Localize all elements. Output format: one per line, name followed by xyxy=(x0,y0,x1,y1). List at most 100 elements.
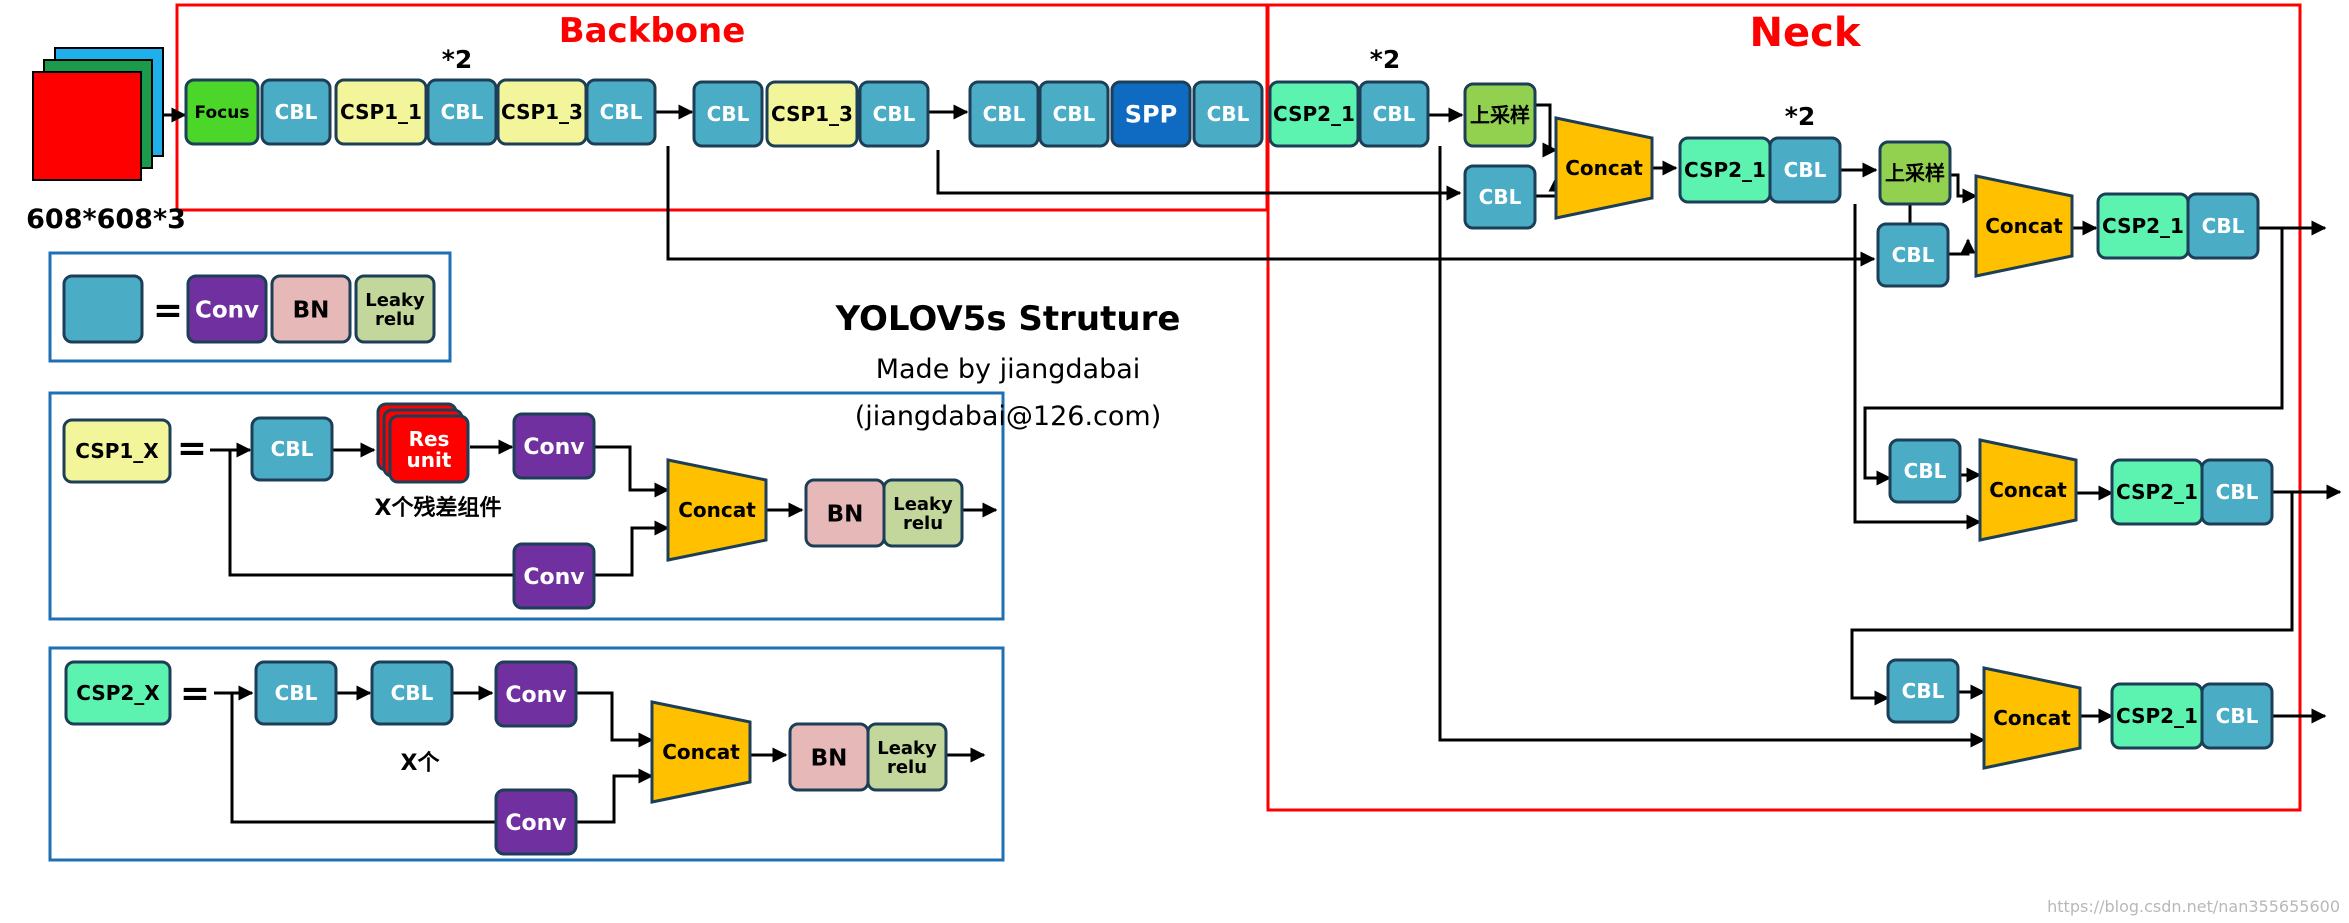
svg-text:Res: Res xyxy=(409,427,450,451)
svg-text:CSP2_1: CSP2_1 xyxy=(2116,704,2198,728)
connector-arrow xyxy=(936,150,1462,201)
svg-text:CBL: CBL xyxy=(391,681,434,705)
cbl-block-11: CBL xyxy=(1768,136,1842,204)
legend-csp1-frame xyxy=(48,391,1005,621)
svg-text:Conv: Conv xyxy=(505,683,567,708)
cbl-block-5: CBL xyxy=(858,80,930,148)
svg-text:CBL: CBL xyxy=(271,437,314,461)
equals-sign-csp1: = xyxy=(177,428,207,469)
csp1-3-block-1: CSP1_3 xyxy=(496,78,588,146)
neck-title: Neck xyxy=(1750,10,1862,56)
svg-text:CBL: CBL xyxy=(2202,214,2245,238)
connector-arrow xyxy=(594,520,670,577)
cbl-block-14: CBL xyxy=(1888,438,1962,504)
svg-text:CBL: CBL xyxy=(1892,243,1935,267)
svg-text:CSP1_3: CSP1_3 xyxy=(501,100,583,124)
legend-csp1-x: CSP1_X xyxy=(62,418,172,484)
svg-text:BN: BN xyxy=(827,501,864,527)
cbl-block-4: CBL xyxy=(692,80,764,148)
svg-text:CBL: CBL xyxy=(275,100,318,124)
svg-text:Conv: Conv xyxy=(523,435,585,460)
legend-csp2-cbl-1: CBL xyxy=(254,660,338,726)
res-count-label: X个残差组件 xyxy=(375,495,502,521)
svg-text:CSP1_1: CSP1_1 xyxy=(340,100,422,124)
csp2-1-block-neck-2: CSP2_1 xyxy=(1678,136,1772,204)
diagram-email: (jiangdabai@126.com) xyxy=(855,401,1162,432)
upsample-block-1: 上采样 xyxy=(1463,82,1537,148)
cbl-block-7: CBL xyxy=(1038,80,1110,148)
svg-text:CBL: CBL xyxy=(1053,102,1096,126)
csp2-1-block-neck-3: CSP2_1 xyxy=(2096,192,2190,260)
legend-csp1-concat: Concat xyxy=(666,458,768,562)
input-size-label: 608*608*3 xyxy=(26,204,186,235)
svg-text:Conv: Conv xyxy=(505,811,567,836)
svg-text:CBL: CBL xyxy=(1902,679,1945,703)
concat-block-neck-3: Concat xyxy=(1978,438,2078,542)
svg-text:CBL: CBL xyxy=(1373,102,1416,126)
legend-cbl-frame xyxy=(48,251,452,363)
neck-frame xyxy=(1266,3,2302,812)
connector-arrow xyxy=(228,450,514,577)
cbl-block-13: CBL xyxy=(2186,192,2260,260)
connector-arrow xyxy=(576,768,654,824)
multiplier-csp1: *2 xyxy=(442,45,472,74)
svg-text:CBL: CBL xyxy=(707,102,750,126)
legend-cbl-swatch xyxy=(62,274,144,344)
svg-text:CBL: CBL xyxy=(983,102,1026,126)
svg-text:CSP1_X: CSP1_X xyxy=(75,439,159,463)
svg-text:Leaky: Leaky xyxy=(893,494,953,515)
svg-text:CSP2_1: CSP2_1 xyxy=(1273,102,1355,126)
cbl-block-17: CBL xyxy=(2200,682,2274,750)
legend-csp1-conv-1: Conv xyxy=(512,412,596,480)
connector-arrow xyxy=(1536,176,1564,198)
connector-arrow xyxy=(576,691,654,748)
multiplier-neck-csp2: *2 xyxy=(1370,45,1400,74)
conv-count-label: X个 xyxy=(401,751,441,776)
svg-text:CBL: CBL xyxy=(441,100,484,124)
multiplier-neck-csp2-b: *2 xyxy=(1785,102,1815,131)
legend-csp2-bn: BN xyxy=(788,722,870,792)
svg-text:CSP2_1: CSP2_1 xyxy=(2102,214,2184,238)
equals-sign-csp2: = xyxy=(180,673,210,714)
svg-text:Concat: Concat xyxy=(1565,156,1643,180)
svg-text:上采样: 上采样 xyxy=(1885,161,1945,185)
svg-text:BN: BN xyxy=(811,745,848,771)
csp2-1-block-neck-1: CSP2_1 xyxy=(1268,80,1360,148)
svg-text:SPP: SPP xyxy=(1125,101,1177,129)
svg-text:relu: relu xyxy=(903,513,943,534)
legend-csp2-conv-2: Conv xyxy=(494,788,578,856)
svg-text:CBL: CBL xyxy=(2216,704,2259,728)
legend-csp2-cbl-2: CBL xyxy=(370,660,454,726)
csp1-1-block: CSP1_1 xyxy=(334,78,428,146)
backbone-title: Backbone xyxy=(559,11,746,51)
cbl-block-6: CBL xyxy=(968,80,1040,148)
svg-text:Concat: Concat xyxy=(678,498,756,522)
svg-text:CBL: CBL xyxy=(2216,480,2259,504)
focus-block: Focus xyxy=(184,78,260,146)
cbl-block-8: CBL xyxy=(1192,80,1264,148)
svg-text:Concat: Concat xyxy=(1989,478,2067,502)
svg-text:unit: unit xyxy=(407,448,452,472)
svg-text:Leaky: Leaky xyxy=(365,290,425,311)
svg-text:CBL: CBL xyxy=(873,102,916,126)
svg-text:CBL: CBL xyxy=(275,681,318,705)
legend-conv: Conv xyxy=(186,274,268,344)
connector-arrow xyxy=(230,693,496,824)
connector-arrow xyxy=(1951,173,1978,204)
svg-text:relu: relu xyxy=(375,309,415,330)
svg-text:Focus: Focus xyxy=(195,103,250,123)
connector-arrow xyxy=(1850,492,2294,706)
spp-block: SPP xyxy=(1110,80,1192,148)
connector-arrow xyxy=(666,146,1876,267)
cbl-block-3: CBL xyxy=(585,78,657,146)
legend-csp1-conv-2: Conv xyxy=(512,542,596,610)
legend-csp2-x: CSP2_X xyxy=(64,660,172,726)
svg-text:CBL: CBL xyxy=(1479,185,1522,209)
diagram-subtitle: Made by jiangdabai xyxy=(876,354,1141,385)
connector-arrow xyxy=(1438,146,1986,748)
connector-arrow xyxy=(1536,103,1558,158)
